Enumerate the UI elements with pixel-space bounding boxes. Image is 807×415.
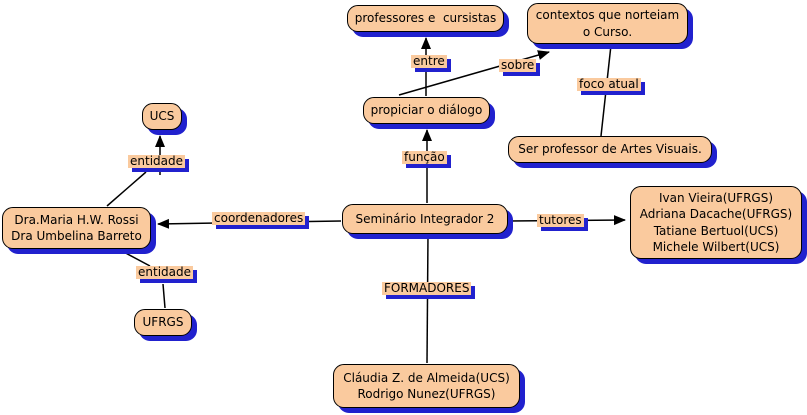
node-seminario-integrador-2[interactable]: Seminário Integrador 2 xyxy=(342,204,508,234)
node-label: Michele Wilbert(UCS) xyxy=(652,239,780,254)
node-propiciar-dialogo[interactable]: propiciar o diálogo xyxy=(363,97,490,124)
edge-line-entidade-ufrgs-upper xyxy=(119,249,151,267)
node-label: Seminário Integrador 2 xyxy=(355,211,495,226)
node-label: Adriana Dacache(UFRGS) xyxy=(639,207,793,222)
node-label: Cláudia Z. de Almeida(UCS) xyxy=(343,370,510,385)
edge-label-sobre[interactable]: sobre xyxy=(499,58,537,73)
node-formadores-equipe[interactable]: Cláudia Z. de Almeida(UCS) Rodrigo Nunez… xyxy=(333,364,520,408)
node-tutores-equipe[interactable]: Ivan Vieira(UFRGS) Adriana Dacache(UFRGS… xyxy=(630,186,802,259)
node-ucs[interactable]: UCS xyxy=(142,103,182,130)
edge-label-entre[interactable]: entre xyxy=(411,54,447,69)
edge-line-entidade-ufrgs-lower xyxy=(162,283,166,309)
node-label: professores e cursistas xyxy=(354,11,497,26)
edge-label-tutores[interactable]: tutores xyxy=(537,213,584,228)
node-label: Rodrigo Nunez(UFRGS) xyxy=(357,387,496,401)
node-professores-cursistas[interactable]: professores e cursistas xyxy=(347,5,504,32)
edge-label-formadores[interactable]: FORMADORES xyxy=(382,281,472,296)
edge-line-entidade-ucs-lower xyxy=(106,171,147,207)
node-ser-professor[interactable]: Ser professor de Artes Visuais. xyxy=(508,136,712,163)
edge-line-formadores xyxy=(426,233,429,364)
edge-label-entidade-ufrgs[interactable]: entidade xyxy=(136,265,193,280)
node-label: UCS xyxy=(149,109,175,124)
edge-label-funcao[interactable]: função xyxy=(402,150,447,165)
node-label: contextos que norteiam xyxy=(535,8,680,23)
node-label: UFRGS xyxy=(142,315,184,330)
node-label: Tatiane Bertuol(UCS) xyxy=(653,223,779,238)
node-contextos[interactable]: contextos que norteiam o Curso. xyxy=(527,3,688,44)
edge-label-entidade-ucs[interactable]: entidade xyxy=(128,154,185,169)
node-ufrgs[interactable]: UFRGS xyxy=(134,309,192,336)
node-label: Ivan Vieira(UFRGS) xyxy=(659,191,773,206)
edge-label-foco-atual[interactable]: foco atual xyxy=(577,77,641,92)
node-coordenadoras[interactable]: Dra.Maria H.W. Rossi Dra Umbelina Barret… xyxy=(2,207,151,249)
node-label: Ser professor de Artes Visuais. xyxy=(518,142,702,157)
edge-label-coordenadores[interactable]: coordenadores xyxy=(212,211,306,226)
node-label: Dra Umbelina Barreto xyxy=(11,229,142,243)
node-label: Dra.Maria H.W. Rossi xyxy=(14,212,139,227)
node-label: o Curso. xyxy=(582,24,633,39)
node-label: propiciar o diálogo xyxy=(370,103,483,118)
